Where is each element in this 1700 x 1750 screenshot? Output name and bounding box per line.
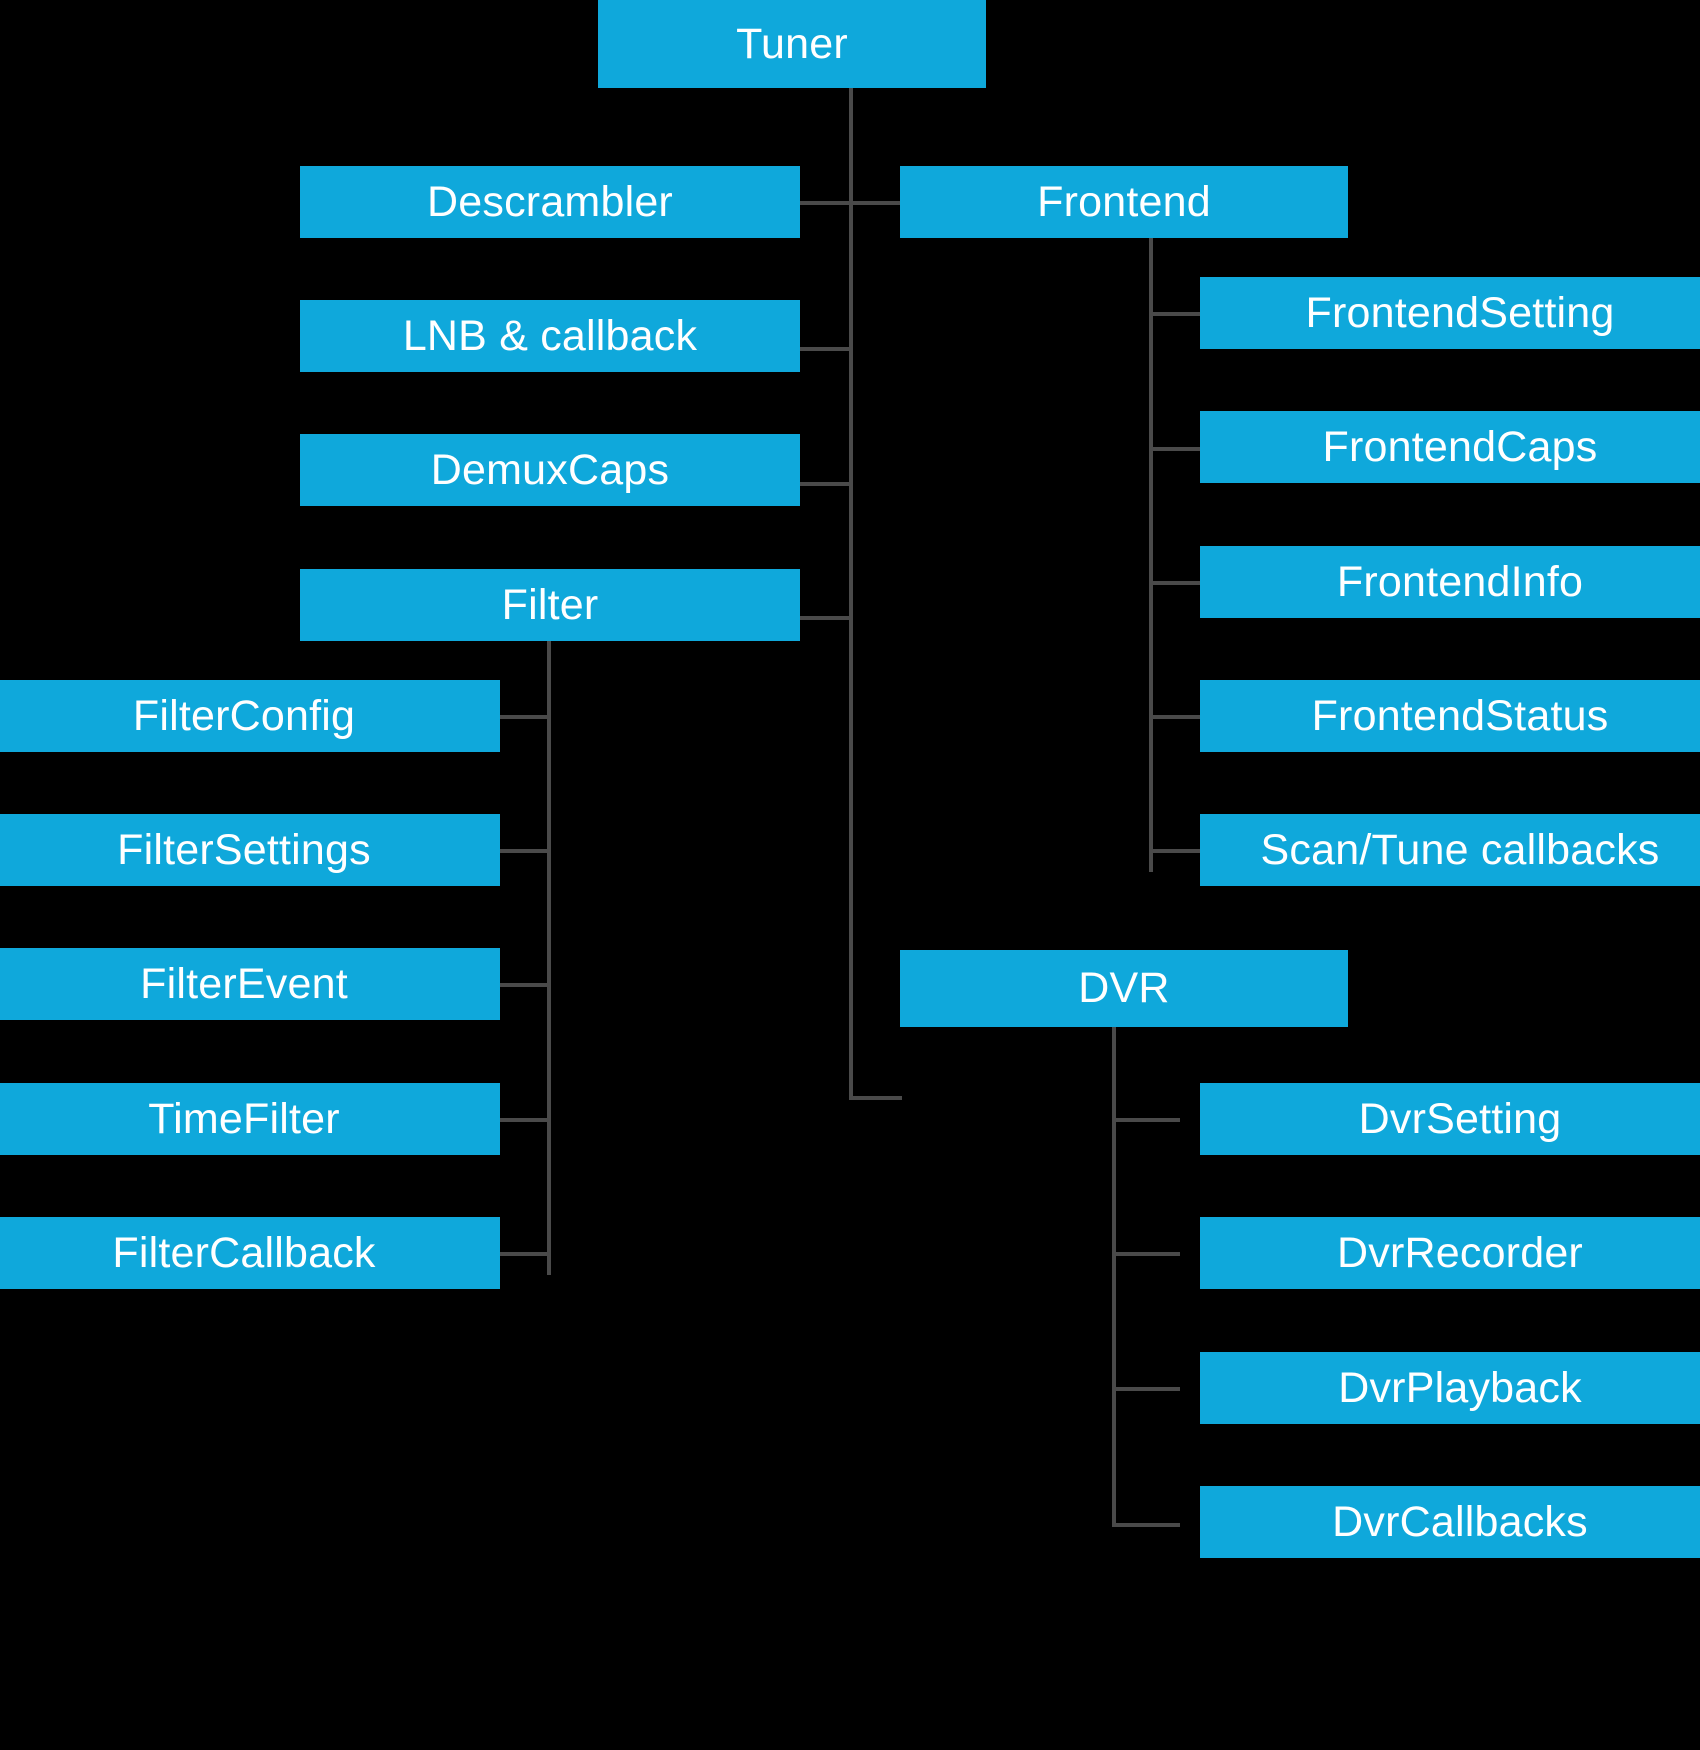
edge-tuner-filter [800, 616, 853, 620]
node-time-filter[interactable]: TimeFilter [0, 1083, 500, 1155]
edge-tuner-demuxcaps [800, 482, 853, 486]
edge-frontend-scan-tune [1149, 849, 1204, 853]
node-filter-event[interactable]: FilterEvent [0, 948, 500, 1020]
edge-filter-settings [500, 849, 551, 853]
node-descrambler[interactable]: Descrambler [300, 166, 800, 238]
node-lnb-callback[interactable]: LNB & callback [300, 300, 800, 372]
edge-tuner-dvr [849, 1096, 902, 1100]
edge-filter-trunk [547, 620, 551, 1275]
node-filter-config[interactable]: FilterConfig [0, 680, 500, 752]
node-dvr-callbacks[interactable]: DvrCallbacks [1200, 1486, 1700, 1558]
edge-frontend-info [1149, 581, 1204, 585]
edge-frontend-trunk [1149, 222, 1153, 872]
edge-frontend-setting [1149, 312, 1204, 316]
node-tuner[interactable]: Tuner [598, 0, 986, 88]
node-filter-settings[interactable]: FilterSettings [0, 814, 500, 886]
node-filter[interactable]: Filter [300, 569, 800, 641]
node-frontend-setting[interactable]: FrontendSetting [1200, 277, 1700, 349]
node-frontend-status[interactable]: FrontendStatus [1200, 680, 1700, 752]
node-demuxcaps[interactable]: DemuxCaps [300, 434, 800, 506]
edge-dvr-recorder [1112, 1252, 1180, 1256]
edge-filter-timefilter [500, 1118, 551, 1122]
edge-tuner-lnb [800, 347, 853, 351]
node-frontend-caps[interactable]: FrontendCaps [1200, 411, 1700, 483]
edge-dvr-setting [1112, 1118, 1180, 1122]
edge-filter-config [500, 715, 551, 719]
edge-dvr-playback [1112, 1387, 1180, 1391]
node-dvr-setting[interactable]: DvrSetting [1200, 1083, 1700, 1155]
edge-dvr-callbacks [1112, 1523, 1180, 1527]
edge-tuner-descrambler [800, 201, 853, 205]
edge-filter-callback [500, 1252, 551, 1256]
edge-dvr-trunk [1112, 1027, 1116, 1527]
node-frontend-info[interactable]: FrontendInfo [1200, 546, 1700, 618]
edge-filter-event [500, 983, 551, 987]
edge-tuner-frontend [849, 201, 902, 205]
edge-frontend-caps [1149, 447, 1204, 451]
node-dvr-recorder[interactable]: DvrRecorder [1200, 1217, 1700, 1289]
node-scan-tune-callbacks[interactable]: Scan/Tune callbacks [1200, 814, 1700, 886]
edge-tuner-trunk [849, 88, 853, 1100]
edge-frontend-status [1149, 715, 1204, 719]
node-filter-callback[interactable]: FilterCallback [0, 1217, 500, 1289]
node-frontend[interactable]: Frontend [900, 166, 1348, 238]
node-dvr[interactable]: DVR [900, 950, 1348, 1027]
node-dvr-playback[interactable]: DvrPlayback [1200, 1352, 1700, 1424]
